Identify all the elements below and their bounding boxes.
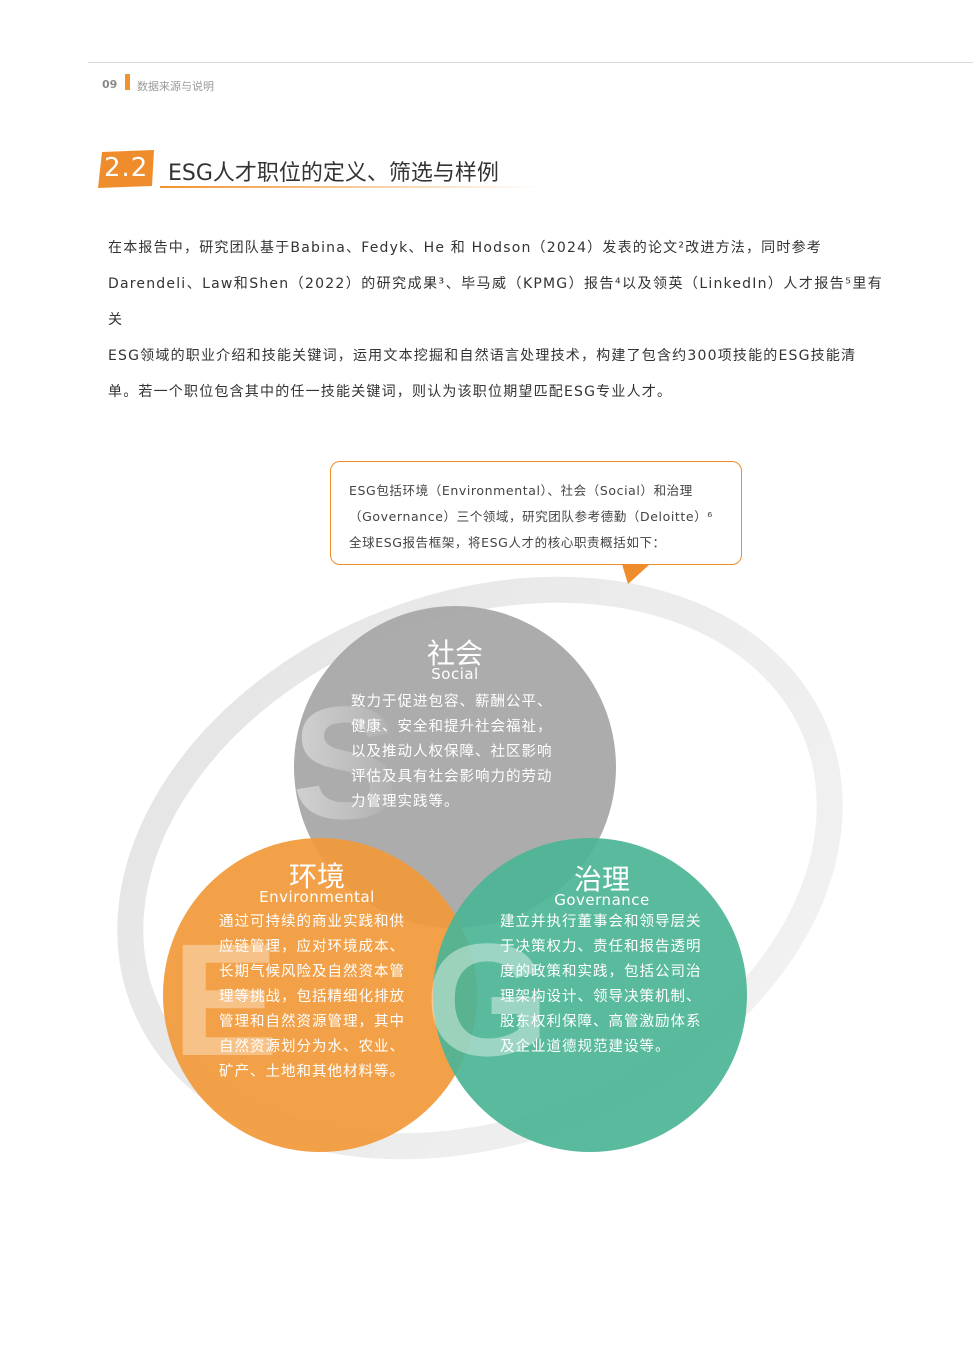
intro-paragraph: 在本报告中，研究团队基于Babina、Fedyk、He 和 Hodson（202… — [108, 230, 883, 410]
social-line: 致力于促进包容、薪酬公平、 — [351, 694, 553, 710]
environmental-line: 矿产、土地和其他材料等。 — [219, 1064, 405, 1080]
intro-line: 单。若一个职位包含其中的任一技能关键词，则认为该职位期望匹配ESG专业人才。 — [108, 384, 673, 400]
environmental-title: 环境 — [288, 860, 345, 893]
section-title: ESG人才职位的定义、筛选与样例 — [168, 161, 499, 186]
social-line: 健康、安全和提升社会福祉， — [351, 719, 553, 735]
social-line: 以及推动人权保障、社区影响 — [351, 744, 553, 760]
environmental-line: 应链管理，应对环境成本、 — [219, 939, 405, 955]
environmental-subtitle: Environmental — [259, 888, 375, 906]
governance-line: 建立并执行董事会和领导层关 — [500, 914, 702, 930]
environmental-line: 长期气候风险及自然资本管 — [219, 964, 405, 980]
environmental-circle — [163, 838, 477, 1152]
social-letter: S — [292, 673, 399, 852]
environmental-line: 通过可持续的商业实践和供 — [219, 914, 405, 930]
header-rule — [88, 62, 973, 63]
governance-subtitle: Governance — [554, 891, 650, 909]
environmental-line: 自然资源划分为水、农业、 — [219, 1039, 405, 1055]
social-description: 致力于促进包容、薪酬公平、 健康、安全和提升社会福祉， 以及推动人权保障、社区影… — [351, 690, 553, 815]
social-circle — [294, 606, 616, 928]
governance-description: 建立并执行董事会和领导层关 于决策权力、责任和报告透明 度的政策和实践，包括公司… — [500, 910, 702, 1060]
environmental-line: 管理和自然资源管理，其中 — [219, 1014, 405, 1030]
section-title-underline — [160, 186, 540, 188]
esg-callout-box: ESG包括环境（Environmental）、社会（Social）和治理 （Go… — [330, 461, 742, 565]
governance-line: 理架构设计、领导决策机制、 — [500, 989, 702, 1005]
intro-line: 在本报告中，研究团队基于Babina、Fedyk、He 和 Hodson（202… — [108, 240, 822, 256]
governance-circle — [433, 838, 747, 1152]
governance-line: 及企业道德规范建设等。 — [500, 1039, 671, 1055]
social-title: 社会 — [426, 637, 483, 670]
social-line: 力管理实践等。 — [351, 794, 460, 810]
governance-line: 于决策权力、责任和报告透明 — [500, 939, 702, 955]
running-section-title: 数据来源与说明 — [137, 80, 214, 93]
governance-letter: G — [425, 910, 549, 1089]
page-number: 09 — [102, 78, 118, 91]
section-number: 2.2 — [104, 153, 149, 183]
callout-line: （Governance）三个领域，研究团队参考德勤（Deloitte）⁶ — [349, 509, 713, 524]
environmental-letter: E — [172, 910, 279, 1089]
social-line: 评估及具有社会影响力的劳动 — [351, 769, 553, 785]
social-subtitle: Social — [431, 665, 479, 683]
environmental-description: 通过可持续的商业实践和供 应链管理，应对环境成本、 长期气候风险及自然资本管 理… — [219, 910, 405, 1085]
callout-pointer — [622, 564, 650, 584]
environmental-line: 理等挑战，包括精细化排放 — [219, 989, 405, 1005]
callout-line: 全球ESG报告框架，将ESG人才的核心职责概括如下： — [349, 535, 666, 550]
intro-line: ESG领域的职业介绍和技能关键词，运用文本挖掘和自然语言处理技术，构建了包含约3… — [108, 348, 857, 364]
intro-line: Darendeli、Law和Shen（2022）的研究成果³、毕马威（KPMG）… — [108, 276, 883, 328]
governance-line: 度的政策和实践，包括公司治 — [500, 964, 702, 980]
governance-title: 治理 — [573, 863, 630, 896]
callout-line: ESG包括环境（Environmental）、社会（Social）和治理 — [349, 483, 693, 498]
governance-line: 股东权利保障、高管激励体系 — [500, 1014, 702, 1030]
section-number-badge — [98, 150, 154, 188]
page-number-bar — [125, 74, 130, 90]
